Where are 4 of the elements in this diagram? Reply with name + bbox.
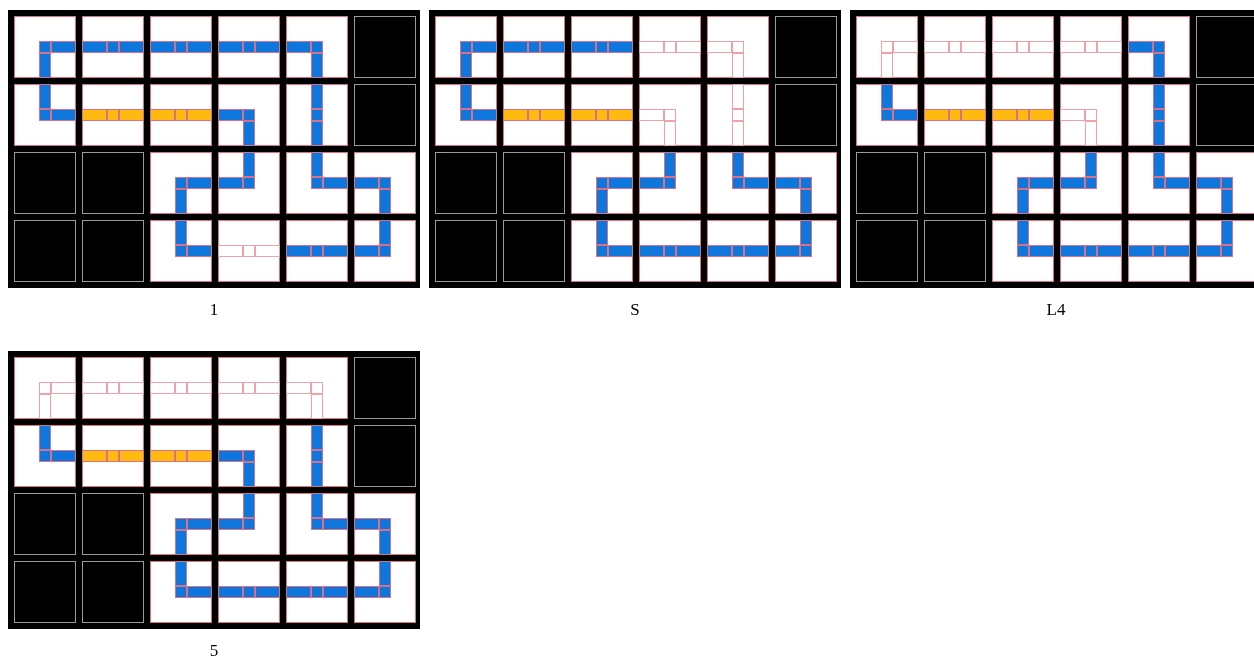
panel-label: S	[630, 300, 640, 320]
panel-label: L4	[1046, 300, 1066, 320]
panel-label: 1	[209, 300, 219, 320]
panel-label: 5	[209, 641, 219, 660]
